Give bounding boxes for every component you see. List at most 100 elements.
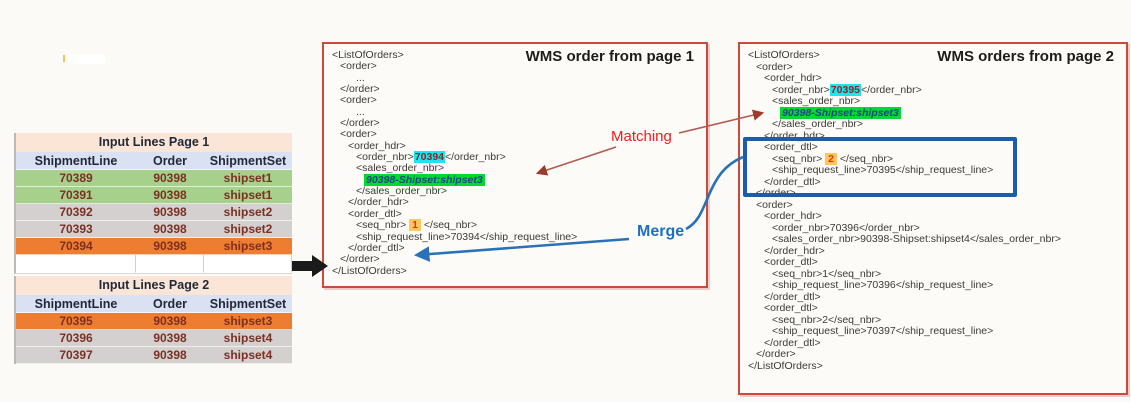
xml-line: 90398-Shipset:shipset3 bbox=[748, 106, 1061, 120]
xml-text: <ship_request_line>70397</ship_request_l… bbox=[772, 325, 994, 337]
xml-text: <order> bbox=[756, 198, 793, 211]
empty-cell bbox=[136, 255, 204, 273]
table-cell: 90398 bbox=[136, 187, 204, 204]
empty-cell bbox=[16, 255, 136, 273]
xml-text: <order_nbr>70396</order_nbr> bbox=[772, 221, 920, 234]
xml-code-page-1: <ListOfOrders><order>...</order><order>.… bbox=[332, 49, 578, 277]
xml-text: </order_hdr> bbox=[764, 244, 825, 257]
xml-text: <order_hdr> bbox=[764, 72, 822, 84]
table-cell: 90398 bbox=[136, 330, 204, 347]
xml-line: </order_dtl> bbox=[748, 175, 1061, 189]
highlighted-value-cyan: 70395 bbox=[829, 83, 861, 96]
xml-line: </order_hdr> bbox=[748, 129, 1061, 143]
xml-line: <seq_nbr> 2 </seq_nbr> bbox=[748, 152, 1061, 166]
highlighted-value-amber: 1 bbox=[409, 219, 421, 232]
table-cell: 70389 bbox=[16, 170, 136, 187]
table-title: Input Lines Page 1 bbox=[16, 133, 292, 152]
xml-code-page-2: <ListOfOrders><order><order_hdr><order_n… bbox=[748, 49, 1061, 372]
xml-text: </order> bbox=[340, 117, 380, 130]
xml-text: </order_dtl> bbox=[764, 175, 821, 188]
xml-line: <order_dtl> bbox=[748, 141, 1061, 154]
xml-line: <sales_order_nbr> bbox=[748, 95, 1061, 108]
xml-line: <sales_order_nbr> bbox=[332, 163, 577, 174]
table-cell: 90398 bbox=[136, 347, 204, 364]
table-cell: 90398 bbox=[136, 170, 204, 187]
xml-text: <ship_request_line>70396</ship_request_l… bbox=[772, 279, 994, 291]
xml-line: </order_dtl> bbox=[748, 336, 1061, 350]
xml-line: <order_nbr>70395</order_nbr> bbox=[748, 83, 1061, 97]
xml-text: </order> bbox=[340, 253, 380, 266]
table-cell: shipset2 bbox=[204, 221, 292, 238]
xml-text: <sales_order_nbr> bbox=[356, 162, 445, 175]
xml-text: ... bbox=[356, 105, 365, 118]
xml-line: </order_hdr> bbox=[748, 244, 1061, 258]
xml-line: <ListOfOrders> bbox=[748, 49, 1061, 62]
xml-line: <order_nbr>70394</order_nbr> bbox=[332, 151, 577, 164]
xml-text: <ship_request_line>70394</ship_request_l… bbox=[356, 230, 578, 243]
xml-line: </order> bbox=[748, 348, 1061, 361]
xml-text: </order> bbox=[756, 348, 796, 360]
xml-line: </sales_order_nbr> bbox=[332, 185, 577, 197]
xml-line: </order> bbox=[332, 254, 577, 265]
xml-line: ... bbox=[332, 71, 577, 84]
table-cell: 90398 bbox=[136, 313, 204, 330]
merge-label: Merge bbox=[637, 223, 685, 240]
panel-title: WMS orders from page 2 bbox=[937, 48, 1114, 65]
xml-line: <seq_nbr> 1 </seq_nbr> bbox=[332, 219, 577, 232]
xml-line: <order_hdr> bbox=[332, 139, 577, 152]
xml-text: <ListOfOrders> bbox=[332, 49, 404, 61]
highlighted-value-green: 90398-Shipset:shipset3 bbox=[364, 173, 485, 186]
xml-text: <order> bbox=[340, 60, 377, 73]
xml-line: </order_dtl> bbox=[332, 242, 577, 254]
xml-line: <order> bbox=[332, 61, 577, 72]
xml-line: <order> bbox=[332, 129, 577, 140]
screenshot-artifact bbox=[66, 54, 106, 64]
highlighted-value-amber: 2 bbox=[825, 152, 837, 165]
xml-text: <order_dtl> bbox=[348, 207, 402, 220]
xml-text: <order> bbox=[340, 94, 377, 107]
xml-text: <order_dtl> bbox=[764, 141, 818, 153]
xml-text: </order_dtl> bbox=[764, 290, 821, 303]
xml-text: </order_nbr> bbox=[861, 83, 922, 96]
xml-line: </order> bbox=[332, 83, 577, 95]
wms-order-page-1-panel: WMS order from page 1 <ListOfOrders><ord… bbox=[322, 42, 708, 288]
xml-text: <seq_nbr> bbox=[772, 152, 826, 165]
xml-line: </order_dtl> bbox=[748, 290, 1061, 304]
table-cell: shipset4 bbox=[204, 330, 292, 347]
xml-text: <order_hdr> bbox=[348, 139, 406, 152]
column-header: ShipmentSet bbox=[204, 295, 292, 313]
xml-line: <order_nbr>70396</order_nbr> bbox=[748, 221, 1061, 235]
xml-text: </order_hdr> bbox=[764, 129, 825, 142]
column-header: ShipmentLine bbox=[16, 295, 136, 313]
xml-text: <ship_request_line>70395</ship_request_l… bbox=[772, 164, 994, 176]
xml-text: <order_nbr> bbox=[356, 151, 414, 164]
xml-text: </seq_nbr> bbox=[836, 152, 894, 165]
xml-text: </order_hdr> bbox=[348, 196, 409, 209]
table-cell: shipset4 bbox=[204, 347, 292, 364]
xml-line: <sales_order_nbr>90398-Shipset:shipset4<… bbox=[748, 233, 1061, 246]
table-cell: 70396 bbox=[16, 330, 136, 347]
empty-cell bbox=[204, 255, 292, 273]
column-header: Order bbox=[136, 295, 204, 313]
table-cell: 90398 bbox=[136, 204, 204, 221]
xml-line: <ship_request_line>70397</ship_request_l… bbox=[748, 325, 1061, 338]
table-cell: shipset3 bbox=[204, 238, 292, 255]
xml-text: <order> bbox=[756, 60, 793, 73]
xml-text: </ListOfOrders> bbox=[748, 359, 823, 372]
xml-text: ... bbox=[356, 71, 365, 84]
xml-text: <sales_order_nbr> bbox=[772, 95, 861, 107]
xml-text: <order> bbox=[340, 128, 377, 141]
xml-text: </order_dtl> bbox=[764, 336, 821, 349]
xml-line: <seq_nbr>2</seq_nbr> bbox=[748, 314, 1061, 327]
table-cell: 70393 bbox=[16, 221, 136, 238]
table-cell: 70397 bbox=[16, 347, 136, 364]
